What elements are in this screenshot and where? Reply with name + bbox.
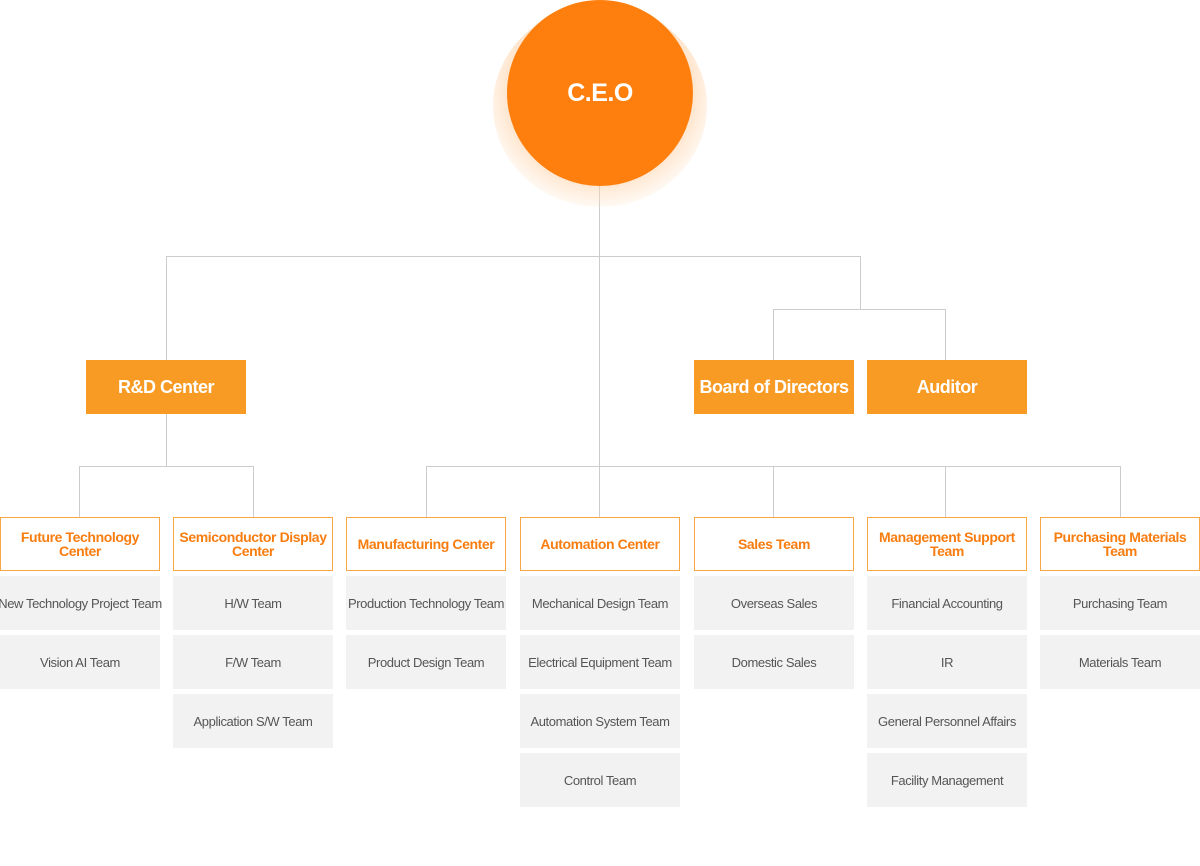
- team-production-technology: Production Technology Team: [346, 576, 506, 630]
- team-hw: H/W Team: [173, 576, 333, 630]
- team-application-sw: Application S/W Team: [173, 694, 333, 748]
- team-overseas-sales: Overseas Sales: [694, 576, 854, 630]
- ceo-node: C.E.O: [507, 0, 693, 186]
- dept-manufacturing-center: Manufacturing Center: [346, 517, 506, 571]
- team-control: Control Team: [520, 753, 680, 807]
- team-automation-system: Automation System Team: [520, 694, 680, 748]
- team-financial-accounting: Financial Accounting: [867, 576, 1027, 630]
- dept-future-technology-center: Future Technology Center: [0, 517, 160, 571]
- team-facility-management: Facility Management: [867, 753, 1027, 807]
- team-vision-ai: Vision AI Team: [0, 635, 160, 689]
- board-of-directors-box: Board of Directors: [694, 360, 854, 414]
- dept-management-support-team: Management Support Team: [867, 517, 1027, 571]
- dept-automation-center: Automation Center: [520, 517, 680, 571]
- team-fw: F/W Team: [173, 635, 333, 689]
- team-mechanical-design: Mechanical Design Team: [520, 576, 680, 630]
- dept-sales-team: Sales Team: [694, 517, 854, 571]
- team-electrical-equipment: Electrical Equipment Team: [520, 635, 680, 689]
- team-materials: Materials Team: [1040, 635, 1200, 689]
- team-domestic-sales: Domestic Sales: [694, 635, 854, 689]
- dept-purchasing-materials-team: Purchasing Materials Team: [1040, 517, 1200, 571]
- auditor-box: Auditor: [867, 360, 1027, 414]
- team-ir: IR: [867, 635, 1027, 689]
- team-product-design: Product Design Team: [346, 635, 506, 689]
- team-purchasing: Purchasing Team: [1040, 576, 1200, 630]
- dept-semiconductor-display-center: Semiconductor Display Center: [173, 517, 333, 571]
- team-general-personnel-affairs: General Personnel Affairs: [867, 694, 1027, 748]
- rd-center-box: R&D Center: [86, 360, 246, 414]
- team-new-technology-project: New Technology Project Team: [0, 576, 162, 630]
